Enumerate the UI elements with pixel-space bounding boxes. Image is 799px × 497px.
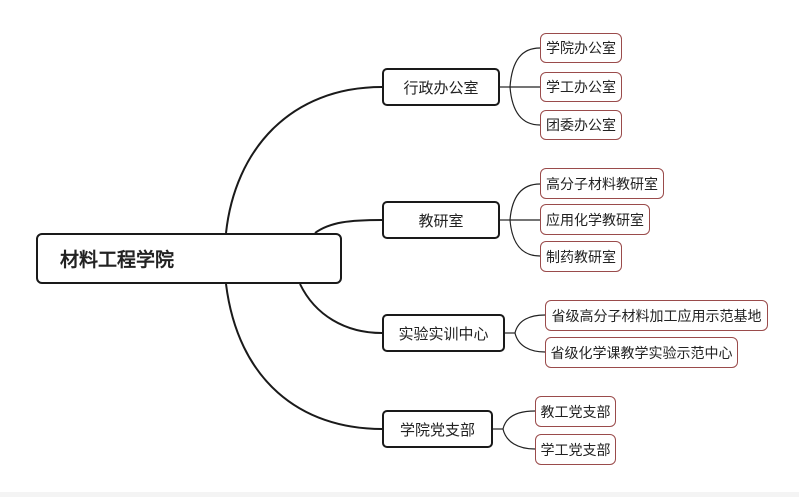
connector-b3-leaf-2 [514, 332, 546, 353]
connector-b1-leaf-3 [509, 86, 541, 126]
leaf-node[interactable]: 学工党支部 [535, 434, 616, 465]
leaf-label: 制药教研室 [546, 249, 616, 266]
leaf-label: 高分子材料教研室 [546, 176, 658, 193]
leaf-node[interactable]: 高分子材料教研室 [540, 168, 664, 199]
leaf-label: 学院办公室 [546, 41, 616, 57]
connector-root-branch-1 [225, 86, 383, 234]
leaf-node[interactable]: 制药教研室 [540, 241, 622, 272]
leaf-node[interactable]: 团委办公室 [540, 110, 622, 140]
leaf-label: 省级化学课教学实验示范中心 [550, 345, 733, 362]
branch-label: 行政办公室 [403, 78, 479, 97]
branch-label: 实验实训中心 [398, 324, 489, 343]
leaf-label: 学工办公室 [546, 80, 616, 96]
connector-root-branch-4 [225, 283, 383, 430]
leaf-node[interactable]: 教工党支部 [535, 396, 616, 427]
connector-root-branch-2 [314, 219, 383, 234]
branch-node-lab-training-center[interactable]: 实验实训中心 [382, 314, 505, 352]
connector-b1-leaf-1 [509, 47, 541, 88]
branch-node-admin-office[interactable]: 行政办公室 [382, 68, 500, 106]
leaf-label: 教工党支部 [540, 404, 611, 421]
connector-b2-leaf-1 [509, 183, 541, 221]
branch-node-party-branch[interactable]: 学院党支部 [382, 410, 493, 448]
connector-b3-leaf-1 [514, 314, 546, 334]
root-node[interactable]: 材料工程学院 [36, 233, 342, 284]
connector-b2-leaf-3 [509, 219, 541, 257]
leaf-node[interactable]: 省级高分子材料加工应用示范基地 [545, 300, 768, 331]
leaf-node[interactable]: 学工办公室 [540, 72, 622, 102]
connector-b4-leaf-1 [502, 410, 536, 430]
branch-label: 学院党支部 [399, 420, 475, 439]
branch-node-teaching-research[interactable]: 教研室 [382, 201, 500, 239]
leaf-label: 团委办公室 [546, 118, 616, 134]
branch-label: 教研室 [418, 211, 464, 230]
leaf-node[interactable]: 省级化学课教学实验示范中心 [545, 337, 738, 368]
connector-root-branch-3 [299, 283, 383, 334]
leaf-label: 省级高分子材料加工应用示范基地 [551, 308, 762, 325]
leaf-node[interactable]: 学院办公室 [540, 33, 622, 63]
leaf-label: 应用化学教研室 [546, 212, 644, 229]
bottom-edge [0, 492, 799, 497]
leaf-label: 学工党支部 [540, 442, 611, 459]
root-label: 材料工程学院 [60, 249, 175, 271]
connector-b4-leaf-2 [502, 428, 536, 450]
leaf-node[interactable]: 应用化学教研室 [540, 204, 650, 235]
